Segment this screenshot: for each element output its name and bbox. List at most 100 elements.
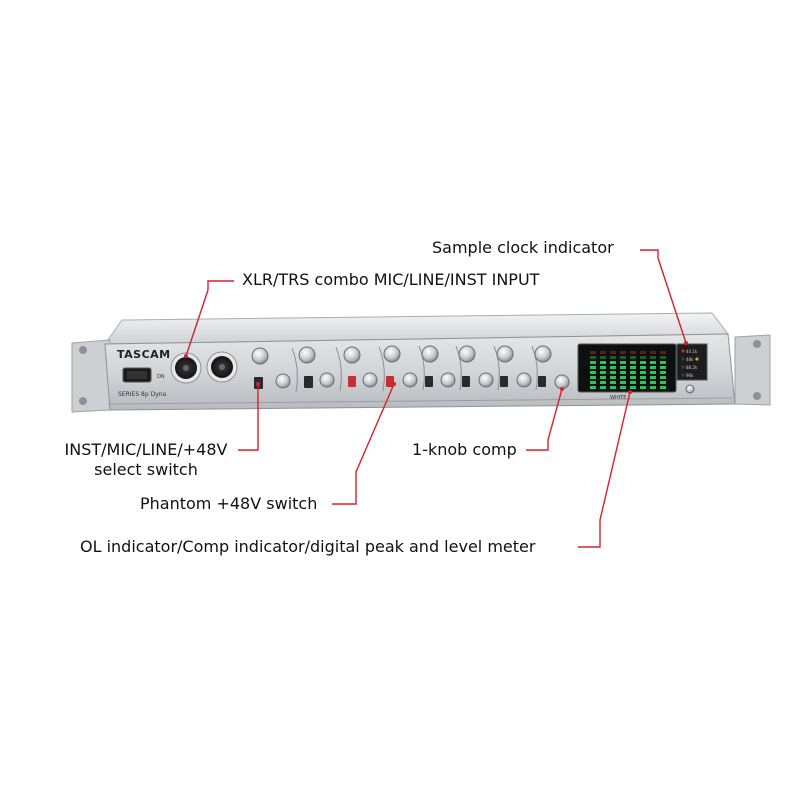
meter-led (640, 361, 646, 364)
svg-text:SERIES 8p Dyna: SERIES 8p Dyna (118, 391, 167, 398)
channel-strip (421, 345, 462, 391)
meter-led (610, 351, 616, 354)
svg-text:88.2k: 88.2k (686, 365, 698, 370)
callout-select-switch-line1: INST/MIC/LINE/+48V (64, 440, 228, 459)
callout-phantom-switch: Phantom +48V switch (140, 494, 318, 513)
callout-one-knob-comp: 1-knob comp (412, 440, 517, 459)
leader-one-knob-comp (526, 388, 563, 451)
meter-led (650, 361, 656, 364)
callout-select-switch-line2: select switch (94, 460, 198, 479)
meter-led (620, 356, 626, 359)
meter-led (660, 366, 666, 369)
meter-led (650, 376, 656, 379)
meter-led (640, 381, 646, 384)
meter-led (630, 366, 636, 369)
callout-sample-clock: Sample clock indicator (432, 238, 614, 257)
callout-select-switch: INST/MIC/LINE/+48V select switch (60, 440, 232, 480)
svg-text:48k: 48k (686, 357, 694, 362)
svg-text:ON: ON (157, 374, 165, 380)
channel-strip (343, 346, 385, 392)
meter-led (660, 376, 666, 379)
meter-led (640, 356, 646, 359)
meter-led (630, 381, 636, 384)
meter-led (590, 381, 596, 384)
meter-led (650, 371, 656, 374)
meter-led (620, 366, 626, 369)
leader-lines (185, 249, 687, 548)
meter-led (640, 376, 646, 379)
meter-led (620, 376, 626, 379)
meter-led (630, 351, 636, 354)
leader-xlr-input (185, 280, 234, 357)
svg-text:WHITE: WHITE (610, 395, 626, 401)
leader-sample-clock (640, 249, 687, 344)
meter-led (630, 356, 636, 359)
svg-text:44.1k: 44.1k (686, 349, 698, 354)
meter-led (630, 376, 636, 379)
meter-led (590, 371, 596, 374)
rack-ear-right (734, 334, 771, 406)
svg-text:96k: 96k (686, 373, 694, 378)
meter-led (640, 366, 646, 369)
xlr-combo-input-1 (170, 352, 202, 384)
level-meter-display: WHITE (577, 343, 677, 401)
select-button (685, 384, 695, 394)
meter-led (630, 386, 636, 389)
meter-led (630, 361, 636, 364)
meter-led (610, 366, 616, 369)
meter-led (620, 381, 626, 384)
meter-led (650, 366, 656, 369)
channel-strip (383, 345, 425, 391)
meter-led (650, 381, 656, 384)
meter-led (620, 361, 626, 364)
meter-led (610, 371, 616, 374)
meter-led (660, 351, 666, 354)
meter-led (660, 386, 666, 389)
meter-led (640, 386, 646, 389)
meter-led (600, 381, 606, 384)
meter-led (640, 371, 646, 374)
meter-led (610, 376, 616, 379)
meter-led (660, 361, 666, 364)
channel-strips (251, 345, 570, 393)
meter-led (620, 351, 626, 354)
meter-led (590, 366, 596, 369)
channel-strip (458, 345, 500, 391)
meter-led (600, 361, 606, 364)
meter-led (600, 386, 606, 389)
meter-columns (590, 351, 666, 389)
meter-led (610, 361, 616, 364)
meter-led (630, 371, 636, 374)
meter-led (660, 371, 666, 374)
sample-clock-panel: 44.1k 48k 88.2k 96k (676, 343, 708, 381)
meter-led (620, 386, 626, 389)
meter-led (590, 386, 596, 389)
leader-dots (184, 341, 688, 394)
meter-led (600, 371, 606, 374)
channel-strip (496, 345, 538, 391)
meter-led (610, 356, 616, 359)
xlr-combo-input-2 (206, 351, 238, 383)
leader-select-switch (238, 384, 259, 451)
meter-led (620, 371, 626, 374)
meter-led (650, 356, 656, 359)
meter-led (590, 376, 596, 379)
meter-led (610, 386, 616, 389)
callout-xlr-input: XLR/TRS combo MIC/LINE/INST INPUT (242, 270, 540, 289)
leader-phantom (332, 383, 395, 505)
rack-ear-left (71, 339, 111, 413)
channel-strip (534, 345, 570, 390)
callout-ol-indicator: OL indicator/Comp indicator/digital peak… (80, 537, 536, 556)
meter-led (600, 356, 606, 359)
meter-led (590, 361, 596, 364)
meter-led (610, 381, 616, 384)
channel-strip (298, 346, 342, 392)
meter-led (660, 381, 666, 384)
leader-ol-indicator (578, 391, 631, 548)
meter-led (600, 366, 606, 369)
meter-led (590, 351, 596, 354)
meter-led (600, 376, 606, 379)
meter-led (650, 386, 656, 389)
